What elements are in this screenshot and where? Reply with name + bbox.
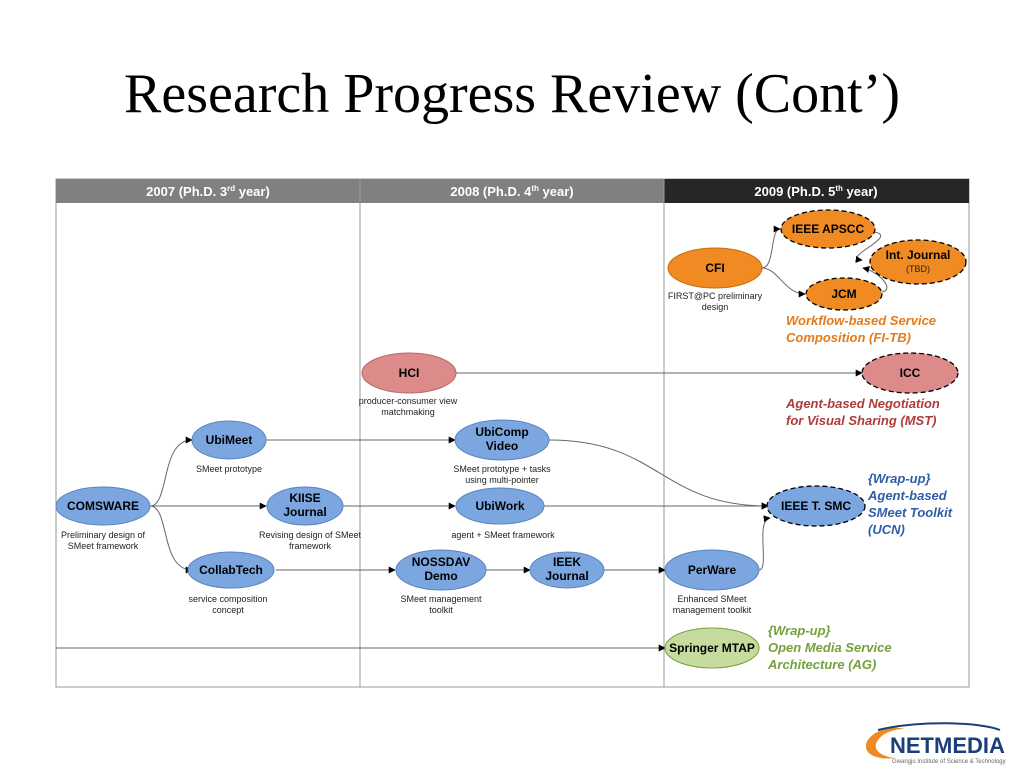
- node-nossdav-caption: toolkit: [429, 605, 453, 615]
- node-ubiwork[interactable]: [455, 487, 545, 525]
- node-icc[interactable]: [861, 352, 959, 394]
- node-ubicomp-label: UbiComp: [475, 425, 528, 439]
- note-agent-negotiation: for Visual Sharing (MST): [786, 413, 936, 428]
- logo-text: NETMEDIA: [890, 733, 1005, 758]
- node-comsware-caption: Preliminary design of: [61, 530, 146, 540]
- node-collabtech[interactable]: [187, 551, 275, 589]
- node-nossdav-label: Demo: [424, 569, 457, 583]
- node-perware[interactable]: [664, 549, 760, 591]
- logo-arc-icon: [877, 722, 1001, 731]
- connector: [855, 231, 882, 263]
- note-ucn: Agent-based: [867, 488, 948, 503]
- node-kiise-label: KIISE: [289, 491, 320, 505]
- node-hci-caption: matchmaking: [381, 407, 435, 417]
- note-ag: Open Media Service: [768, 640, 892, 655]
- node-nossdav-caption: SMeet management: [400, 594, 482, 604]
- node-ubimeet[interactable]: [191, 420, 267, 460]
- node-comsware-label: COMSWARE: [67, 499, 139, 513]
- connector: [149, 436, 193, 507]
- slide-title: Research Progress Review (Cont’): [123, 63, 900, 125]
- node-springer-label: Springer MTAP: [669, 641, 755, 655]
- node-perware-label: PerWare: [688, 563, 737, 577]
- node-intjournal-sub: (TBD): [906, 264, 930, 274]
- node-ieee-apscc[interactable]: [780, 209, 876, 249]
- logo-subtitle: Gwangju Institute of Science & Technolog…: [892, 759, 1006, 765]
- column-label-2009: 2009 (Ph.D. 5th year): [754, 184, 877, 199]
- node-jcm[interactable]: [805, 277, 883, 311]
- column-label-2007: 2007 (Ph.D. 3rd year): [146, 184, 270, 199]
- node-ubicomp-video[interactable]: [454, 419, 550, 461]
- node-ubimeet-label: UbiMeet: [206, 433, 253, 447]
- node-intjournal-label: Int. Journal: [886, 248, 951, 262]
- node-ieek-label: Journal: [545, 569, 588, 583]
- netmedia-logo: NETMEDIA Gwangju Institute of Science & …: [865, 722, 1006, 765]
- node-ubiwork-caption: agent + SMeet framework: [451, 530, 555, 540]
- connector: [761, 267, 806, 298]
- node-kiise-caption: framework: [289, 541, 332, 551]
- node-ieee-t-smc[interactable]: [766, 485, 866, 527]
- node-ubiwork-label: UbiWork: [475, 499, 524, 513]
- node-kiise-caption: Revising design of SMeet: [259, 530, 362, 540]
- node-springer-mtap[interactable]: [664, 627, 760, 669]
- connector: [149, 505, 193, 574]
- note-ag: Architecture (AG): [767, 657, 876, 672]
- node-ieek-journal[interactable]: [529, 551, 605, 589]
- node-collabtech-caption: service composition: [188, 594, 267, 604]
- node-ieeetsmc-label: IEEE T. SMC: [781, 499, 851, 513]
- node-cfi-caption: FIRST@PC preliminary: [668, 291, 763, 301]
- node-perware-caption: Enhanced SMeet: [677, 594, 747, 604]
- node-jcm-label: JCM: [831, 287, 856, 301]
- node-nossdav-demo[interactable]: [395, 549, 487, 591]
- node-apscc-label: IEEE APSCC: [792, 222, 865, 236]
- connector: [548, 439, 769, 510]
- note-ag: {Wrap-up}: [768, 623, 831, 638]
- note-ucn: SMeet Toolkit: [868, 505, 953, 520]
- connector: [862, 266, 888, 293]
- node-ubicomp-caption: SMeet prototype + tasks: [453, 464, 551, 474]
- column-header-2008: [360, 179, 664, 203]
- node-cfi[interactable]: [667, 247, 763, 289]
- node-cfi-label: CFI: [705, 261, 724, 275]
- node-ubicomp-label: Video: [486, 439, 518, 453]
- connector: [758, 515, 771, 571]
- note-agent-negotiation: Agent-based Negotiation: [785, 396, 940, 411]
- column-header-2009: [664, 179, 969, 203]
- node-nossdav-label: NOSSDAV: [412, 555, 470, 569]
- node-ubicomp-caption: using multi-pointer: [465, 475, 539, 485]
- note-ucn: (UCN): [868, 522, 905, 537]
- node-icc-label: ICC: [900, 366, 921, 380]
- node-hci[interactable]: [361, 352, 457, 394]
- note-ucn: {Wrap-up}: [868, 471, 931, 486]
- node-hci-caption: producer-consumer view: [359, 396, 458, 406]
- node-collabtech-caption: concept: [212, 605, 244, 615]
- column-label-2008: 2008 (Ph.D. 4th year): [450, 184, 573, 199]
- node-perware-caption: management toolkit: [673, 605, 752, 615]
- note-workflow: Workflow-based Service: [786, 313, 936, 328]
- node-ubimeet-caption: SMeet prototype: [196, 464, 262, 474]
- connector: [761, 225, 781, 269]
- node-kiise-label: Journal: [283, 505, 326, 519]
- logo-swoosh-icon: [865, 727, 905, 759]
- node-collabtech-label: CollabTech: [199, 563, 263, 577]
- node-cfi-caption: design: [702, 302, 729, 312]
- node-comsware-caption: SMeet framework: [68, 541, 139, 551]
- node-kiise-journal[interactable]: [266, 486, 344, 526]
- note-workflow: Composition (FI-TB): [786, 330, 911, 345]
- column-header-2007: [56, 179, 360, 203]
- node-ieek-label: IEEK: [553, 555, 581, 569]
- node-hci-label: HCI: [399, 366, 420, 380]
- node-comsware[interactable]: [55, 486, 151, 526]
- node-int-journal[interactable]: [869, 239, 967, 285]
